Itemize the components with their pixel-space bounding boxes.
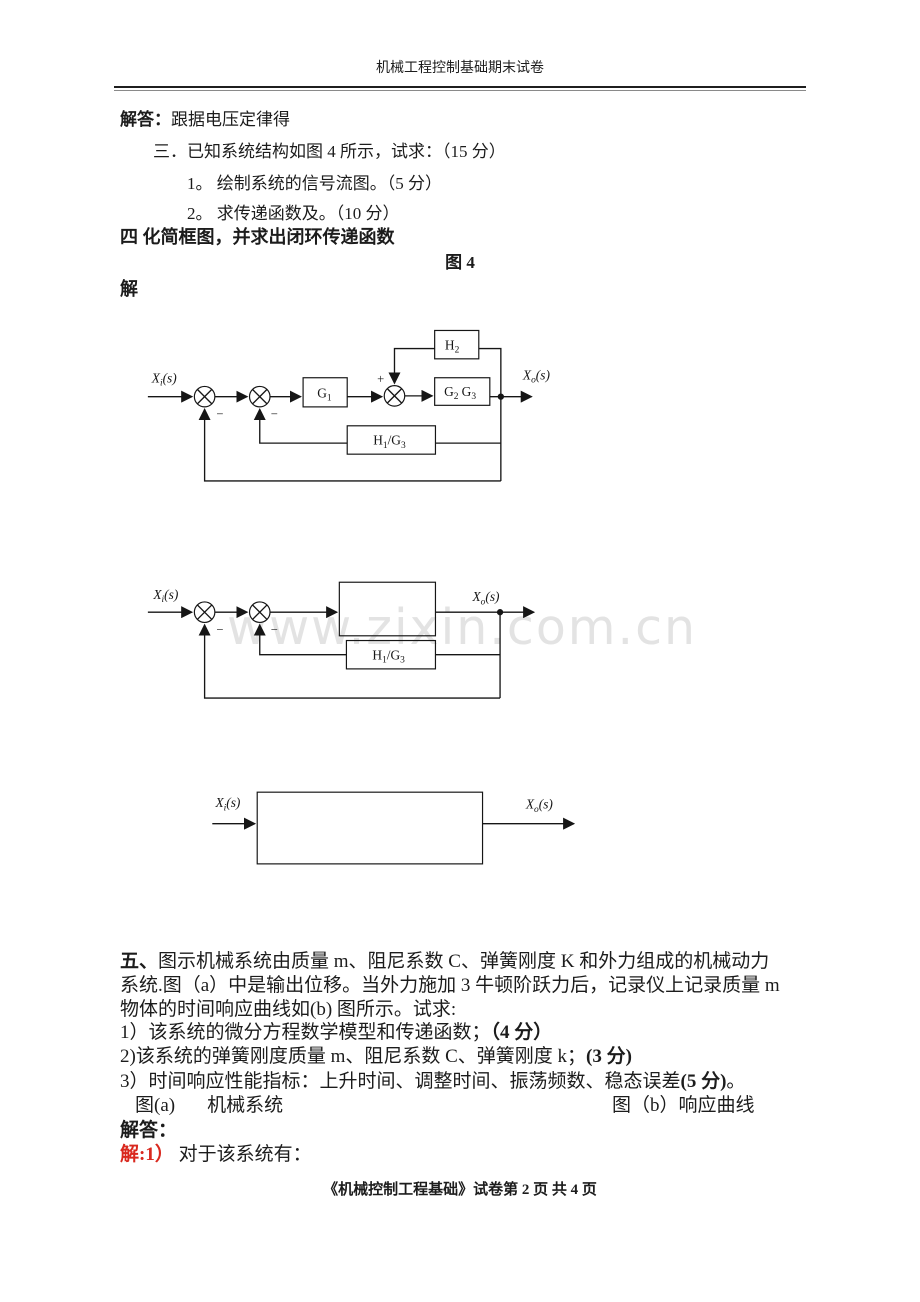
q5-line-2: 系统.图（a）中是输出位移。当外力施加 3 牛顿阶跃力后，记录仪上记录质量 m [120,975,780,996]
block-empty [256,791,484,865]
h2-input-line [478,347,502,481]
minus-sign-1: − [216,622,223,636]
input-signal-label: Xi(s) [152,587,178,605]
question-4-heading: 四 化简框图，并求出闭环传递函数 [120,227,395,247]
output-signal-label: Xo(s) [471,589,500,607]
q5-item-2: 2)该系统的弹簧刚度质量 m、阻尼系数 C、弹簧刚度 k；(3 分) [120,1045,632,1069]
q5-item-1-score: （4 分） [490,1022,553,1043]
header-rule [114,86,806,91]
outer-feedback-line [198,623,501,699]
answer-label: 解答： [120,1120,178,1141]
q5-line-1-text: 图示机械系统由质量 m、阻尼系数 C、弹簧刚度 K 和外力组成的机械动力 [158,951,770,972]
answer-lead-line: 解答：跟据电压定律得 [120,109,290,130]
solution-line: 解:1） 对于该系统有： [120,1143,312,1167]
answer-lead-rest: 跟据电压定律得 [171,110,290,129]
output-signal-label: Xo(s) [525,797,554,815]
solution-red-label: 解:1） [120,1144,174,1165]
q5-item-3-score: (5 分) [680,1071,727,1092]
minus-sign-1: − [216,407,223,421]
figure-a-text: 机械系统 [207,1095,284,1116]
q5-line-1: 五、图示机械系统由质量 m、阻尼系数 C、弹簧刚度 K 和外力组成的机械动力 [120,950,769,974]
q5-item-1-text: 1）该系统的微分方程数学模型和传递函数； [120,1022,491,1043]
watermark-text: www.zixin.com.cn [227,599,698,656]
question-3-line: 三．已知系统结构如图 4 所示，试求：（15 分） [153,142,506,161]
inner-feedback-return [253,623,347,656]
figure-a-caption: 图(a) 机械系统 [135,1094,283,1118]
block-h1g3-label: H1/G3 [373,433,406,451]
input-signal-label: Xi(s) [214,795,240,813]
block-g1-label: G1 [317,385,332,403]
block-diagram-2: Xi(s) − − Xo(s) H1/G3 [147,581,536,699]
block-empty [338,581,437,637]
answer-lead-bold: 解答： [120,110,171,129]
block-h1g3 [346,425,437,455]
figure-b-caption: 图（b）响应曲线 [612,1095,755,1116]
summing-junction-1 [193,601,216,623]
outer-feedback-line [198,408,501,482]
minus-sign-2: − [271,407,278,421]
q5-number: 五、 [120,951,159,972]
solution-rest: 对于该系统有： [178,1144,312,1165]
plus-sign: + [377,372,384,386]
q5-line-3: 物体的时间响应曲线如(b) 图所示。试求: [120,999,457,1020]
block-diagram-3: Xi(s) Xo(s) [212,791,576,865]
summing-junction-2 [248,601,271,623]
inner-feedback-return [253,408,348,444]
output-signal-label: Xo(s) [522,367,551,385]
figure-4-caption: 图 4 [445,253,475,272]
block-h2 [434,329,480,360]
h2-output-line [388,347,435,385]
q5-item-3-tail: 。 [726,1071,746,1092]
minus-sign-2: − [271,622,278,636]
q5-item-3: 3）时间响应性能指标：上升时间、调整时间、振荡频数、稳态误差(5 分)。 [120,1070,745,1094]
solution-label: 解 [120,279,138,299]
block-h2-label: H2 [445,337,460,355]
q5-item-2-text: 2)该系统的弹簧刚度质量 m、阻尼系数 C、弹簧刚度 k； [120,1046,587,1067]
summing-junction-2 [248,385,271,408]
page-footer: 《机械控制工程基础》试卷第 2 页 共 4 页 [323,1182,597,1198]
input-signal-label: Xi(s) [151,370,177,388]
q5-item-2-score: (3 分) [586,1046,632,1067]
block-diagram-1: Xi(s) − − G1 + H2 [147,329,551,482]
page-title: 机械工程控制基础期末试卷 [376,61,544,76]
summing-junction-3 [383,385,406,407]
block-g1 [302,377,348,408]
takeoff-point [496,609,504,616]
q5-item-1: 1）该系统的微分方程数学模型和传递函数；（4 分） [120,1021,552,1045]
takeoff-point [497,393,504,400]
question-3-item-2: 2。 求传递函数及。（10 分） [187,204,400,223]
block-h1g3-label: H1/G3 [372,647,405,665]
q5-item-3-text: 3）时间响应性能指标：上升时间、调整时间、振荡频数、稳态误差 [120,1071,681,1092]
summing-junction-1 [193,385,216,408]
block-g2g3 [434,377,491,406]
figure-a-label: 图(a) [135,1095,176,1116]
question-3-item-1: 1。 绘制系统的信号流图。（5 分） [187,174,442,193]
